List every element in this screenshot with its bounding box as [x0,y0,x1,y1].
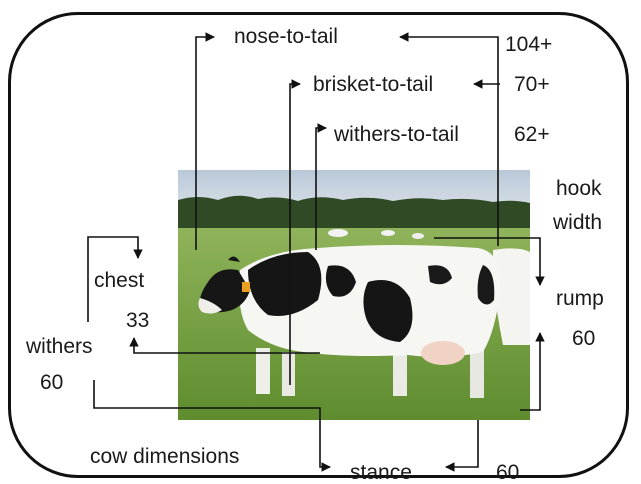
brisket-to-tail-value: 70+ [514,73,550,96]
rump-label: rump [556,287,604,310]
caption: cow dimensions [90,445,240,468]
rump-line [520,332,545,411]
withers-height-line [93,380,331,472]
nose-to-tail-line [195,32,215,250]
stance-value: 60 [496,461,520,484]
cow-photo [178,170,530,420]
rump-value: 60 [572,327,596,350]
nose-to-tail-tail-line [399,32,499,246]
withers-line [129,337,320,354]
withers-to-tail-label: withers-to-tail [334,123,459,146]
withers-to-tail-value: 62+ [514,123,550,146]
hook-label: hook [556,177,602,200]
stance-label: stance [350,461,412,484]
brisket-to-tail-label: brisket-to-tail [313,73,434,96]
stance-line [445,420,479,472]
brisket-to-tail-line [289,79,301,385]
withers-to-tail-line [315,123,327,250]
withers-label: withers [26,335,93,358]
width-label: width [553,211,603,234]
nose-to-tail-value: 104+ [505,33,553,56]
hook-width-line [434,237,545,286]
chest-value: 33 [126,309,150,332]
chest-line [87,236,143,322]
nose-to-tail-label: nose-to-tail [234,25,338,48]
chest-label: chest [94,269,145,292]
withers-value: 60 [40,371,64,394]
